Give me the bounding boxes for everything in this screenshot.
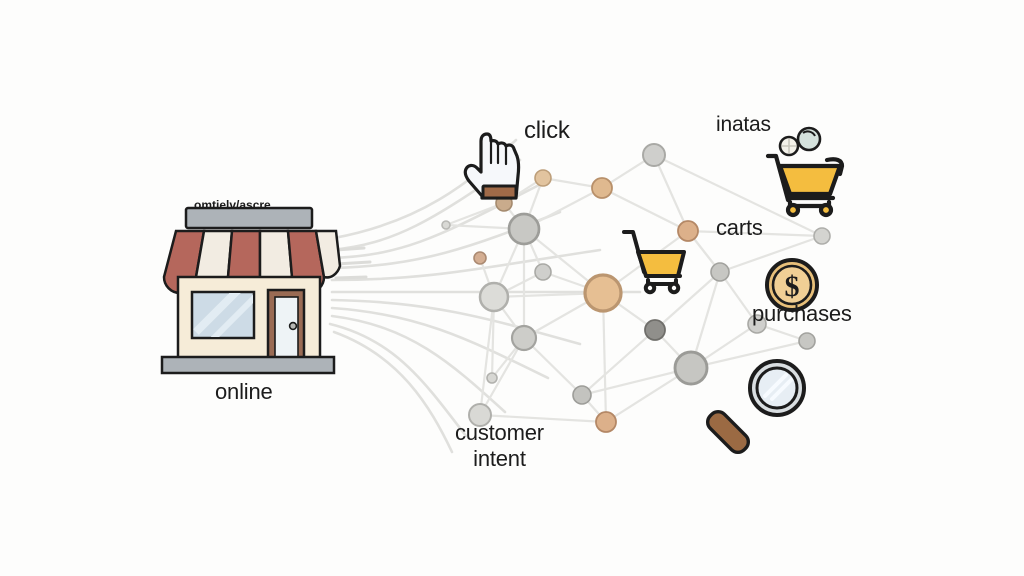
- label-customer-intent-line1: customer: [455, 420, 544, 445]
- label-customer-intent: customer intent: [455, 420, 544, 472]
- magnifier-lens: [755, 366, 799, 410]
- network-edge: [687, 229, 823, 238]
- storefront-sign-text: omtielv/ascre: [194, 198, 271, 212]
- label-click: click: [524, 117, 570, 144]
- network-edge: [690, 339, 808, 370]
- network-nodes: [441, 143, 831, 433]
- network-node[interactable]: [710, 262, 730, 282]
- network-node[interactable]: [798, 332, 816, 350]
- flow-line: [332, 330, 454, 454]
- magnifier-glare: [763, 373, 793, 401]
- network-edge: [523, 337, 583, 396]
- network-edge: [719, 271, 758, 325]
- network-node[interactable]: [747, 314, 767, 334]
- cart-item-ball-arc: [802, 130, 816, 137]
- network-node[interactable]: [644, 319, 666, 341]
- network-edge: [652, 154, 690, 232]
- network-edge: [445, 201, 505, 227]
- cart-wheel: [643, 281, 657, 295]
- storefront-signboard: [184, 206, 314, 230]
- coin-inner: [771, 264, 813, 306]
- network-edge: [719, 234, 823, 274]
- network-node[interactable]: [677, 220, 699, 242]
- cart-wheel: [818, 202, 834, 218]
- storefront-base: [160, 355, 336, 375]
- speed-mark: [334, 246, 366, 252]
- network-node[interactable]: [572, 385, 592, 405]
- speed-mark: [334, 275, 368, 280]
- network-edge: [479, 413, 607, 424]
- network-node[interactable]: [642, 143, 666, 167]
- label-purchases: purchases: [752, 301, 852, 326]
- network-node[interactable]: [591, 177, 613, 199]
- flow-line: [328, 322, 468, 438]
- network-node[interactable]: [534, 169, 552, 187]
- network-node[interactable]: [813, 227, 831, 245]
- cart-top-body: [765, 153, 845, 218]
- network-edge: [601, 187, 689, 232]
- network-edge: [654, 271, 721, 331]
- cart-center-group[interactable]: [622, 230, 686, 295]
- speed-marks: [334, 246, 372, 280]
- coin-group[interactable]: $: [765, 258, 819, 312]
- network-node[interactable]: [486, 372, 498, 384]
- network-node[interactable]: [595, 411, 617, 433]
- finger-lines: [489, 139, 508, 166]
- cart-axle: [646, 278, 678, 286]
- window-glare: [193, 293, 253, 337]
- label-online: online: [215, 379, 273, 404]
- flow-line: [330, 306, 550, 380]
- network-node[interactable]: [473, 251, 487, 265]
- network-node[interactable]: [583, 273, 623, 313]
- network-edge: [479, 337, 525, 416]
- cart-handle: [765, 153, 791, 203]
- network-node[interactable]: [441, 220, 451, 230]
- cart-item-ball-lines: [782, 139, 796, 153]
- storefront-group: [160, 206, 342, 375]
- hand-cursor-group[interactable]: [463, 132, 521, 200]
- cart-wheel: [667, 281, 681, 295]
- network-node[interactable]: [534, 263, 552, 281]
- coin-dollar-sign: $: [785, 270, 800, 303]
- flow-line: [330, 314, 507, 414]
- network-node[interactable]: [507, 212, 541, 246]
- label-customer-intent-line2: intent: [473, 446, 526, 471]
- network-node[interactable]: [673, 350, 709, 386]
- network-edge: [581, 329, 656, 396]
- network-node[interactable]: [468, 403, 492, 427]
- cart-basket: [777, 163, 843, 197]
- network-edge: [653, 154, 823, 237]
- flow-line: [330, 298, 582, 346]
- network-node[interactable]: [510, 324, 538, 352]
- network-edge: [601, 292, 608, 423]
- awning-stripe: [314, 229, 342, 279]
- label-carts: carts: [716, 215, 763, 240]
- cursor-cuff: [481, 184, 518, 200]
- label-initiates: inatas: [716, 113, 771, 136]
- speed-mark: [334, 260, 372, 266]
- network-edge: [581, 366, 692, 397]
- door-handle-icon: [288, 321, 298, 331]
- network-edge: [478, 296, 496, 416]
- magnifier-handle: [705, 409, 751, 455]
- cart-top-group[interactable]: [765, 126, 845, 218]
- network-node[interactable]: [478, 281, 510, 313]
- magnifier-group[interactable]: [704, 359, 806, 456]
- cart-wheel: [785, 202, 801, 218]
